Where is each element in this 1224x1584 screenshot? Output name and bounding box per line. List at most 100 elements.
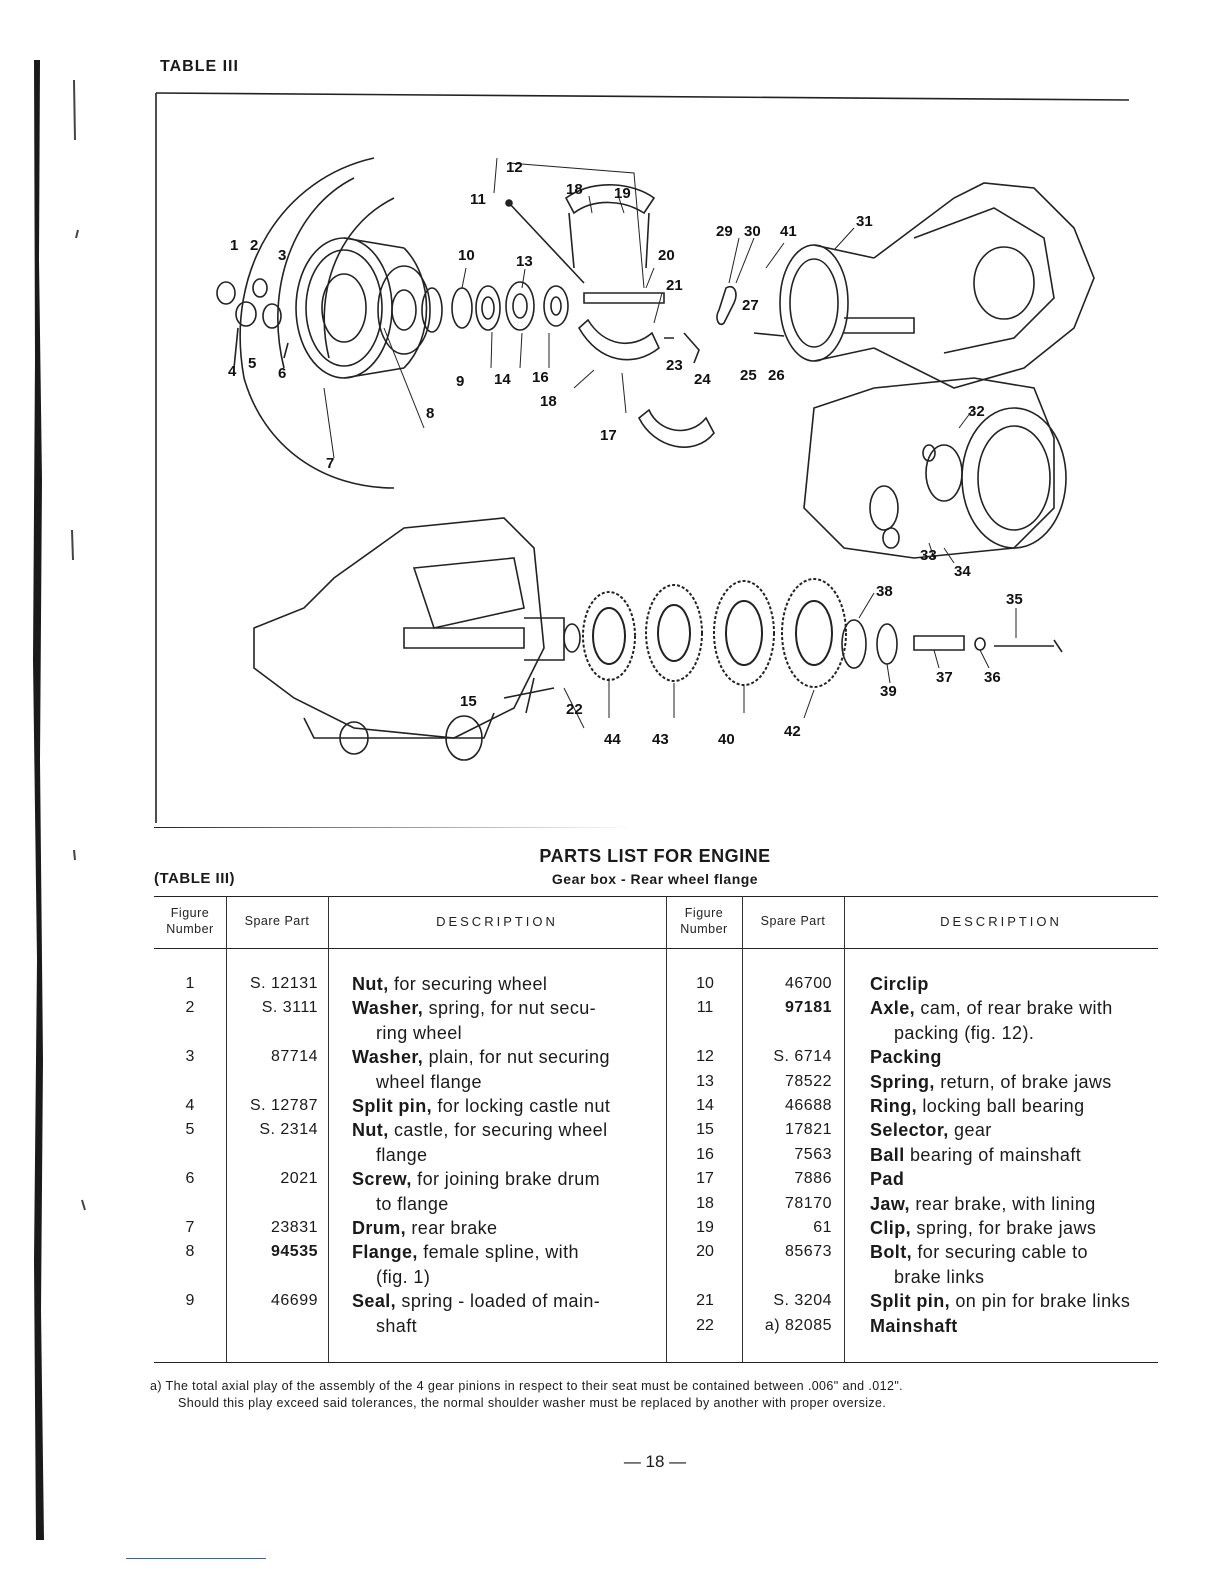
callout-7: 7: [326, 455, 334, 472]
callout-34: 34: [954, 563, 971, 580]
description-cell: Mainshaft: [870, 1314, 958, 1338]
callout-44: 44: [604, 731, 621, 748]
figure-number-cell: 1: [185, 975, 195, 992]
table-bottom-rule: [154, 1362, 1158, 1363]
figure-number-cell: [154, 1192, 226, 1216]
description-cell: Bolt, for securing cable to: [870, 1240, 1088, 1264]
part-description: for securing cable to: [912, 1242, 1088, 1263]
callout-18-bottom: 18: [540, 393, 557, 410]
nut-washer-group: [216, 278, 289, 369]
part-name: Washer,: [352, 998, 424, 1019]
frame-top-line: [155, 92, 1130, 101]
spare-part-cell: 7563: [794, 1145, 832, 1163]
callout-38: 38: [876, 583, 893, 600]
description-cell: Packing: [870, 1045, 942, 1069]
brake-links: [664, 285, 785, 364]
spare-part-cell: 46700: [785, 975, 832, 992]
description-cell: Flange, female spline, with: [352, 1240, 579, 1264]
callout-11: 11: [470, 191, 486, 208]
binding-edge: [28, 60, 90, 1540]
page-number: — 18 —: [623, 1452, 687, 1471]
part-name: Washer,: [352, 1047, 424, 1068]
figure-number-cell: 7: [185, 1219, 195, 1236]
description-cell: brake links: [870, 1265, 984, 1289]
figure-number-cell: 13: [696, 1072, 714, 1090]
leader-lines: [323, 157, 1017, 729]
callout-35: 35: [1006, 591, 1023, 608]
mainshaft: [403, 617, 581, 661]
spare-part-cell: [232, 1265, 318, 1289]
description-cell: Nut, for securing wheel: [352, 972, 547, 996]
spare-part-cell: 87714: [271, 1048, 318, 1066]
part-description: ring wheel: [376, 1022, 463, 1043]
spare-part-cell: [232, 1070, 318, 1094]
figure-number-cell: 20: [696, 1243, 714, 1261]
figure-number-cell: [154, 1314, 226, 1338]
callout-37: 37: [936, 669, 953, 686]
parts-list-subtitle: Gear box - Rear wheel flange: [551, 871, 759, 887]
figure-number-cell: 14: [696, 1097, 714, 1114]
spare-part-cell: 2021: [280, 1170, 318, 1188]
figure-number-cell: 18: [696, 1194, 714, 1212]
description-cell: Split pin, on pin for brake links: [870, 1289, 1130, 1313]
callout-30: 30: [744, 223, 761, 240]
figure-number-cell: [668, 1265, 742, 1289]
part-description: bearing of mainshaft: [904, 1144, 1082, 1165]
figure-number-cell: [154, 1143, 226, 1167]
part-description: brake links: [894, 1266, 985, 1287]
brake-drum: [295, 237, 428, 379]
description-cell: Split pin, for locking castle nut: [352, 1094, 610, 1118]
description-cell: Jaw, rear brake, with lining: [870, 1192, 1096, 1216]
callout-29: 29: [716, 223, 733, 240]
header-figure-number-right: Figure Number: [680, 906, 728, 936]
header-spare-part-left: Spare Part: [244, 914, 310, 929]
description-cell: Washer, plain, for nut securing: [352, 1045, 610, 1069]
figure-number-cell: [154, 1070, 226, 1094]
part-name: Pad: [870, 1169, 905, 1190]
footnote: a) The total axial play of the assembly …: [150, 1378, 1160, 1412]
figure-number-cell: 16: [696, 1145, 714, 1163]
description-cell: Clip, spring, for brake jaws: [870, 1216, 1096, 1240]
gear-selector: [503, 677, 555, 714]
part-description: rear brake, with lining: [909, 1193, 1096, 1214]
part-description: (fig. 1): [376, 1266, 431, 1287]
description-cell: Axle, cam, of rear brake with: [870, 996, 1113, 1020]
header-spare-part-right: Spare Part: [760, 914, 826, 929]
callout-43: 43: [652, 731, 669, 748]
figure-number-cell: [668, 1021, 742, 1045]
footnote-line-1: a) The total axial play of the assembly …: [150, 1379, 904, 1393]
spare-part-cell: 61: [813, 1219, 832, 1236]
callout-15: 15: [460, 693, 477, 710]
description-cell: packing (fig. 12).: [870, 1021, 1034, 1045]
callout-26: 26: [768, 367, 785, 384]
part-description: spring - loaded of main-: [396, 1291, 601, 1312]
description-cell: Circlip: [870, 972, 929, 996]
callout-6: 6: [278, 365, 286, 382]
description-cell: Screw, for joining brake drum: [352, 1167, 600, 1191]
callout-8: 8: [426, 405, 434, 422]
description-cell: Seal, spring - loaded of main-: [352, 1289, 600, 1313]
header-description-right: DESCRIPTION: [940, 913, 1062, 929]
callout-21: 21: [666, 277, 683, 294]
footer-link-line: [126, 1558, 266, 1559]
part-name: Circlip: [870, 974, 929, 994]
part-description: spring, for nut secu-: [423, 998, 597, 1019]
description-cell: Ring, locking ball bearing: [870, 1094, 1085, 1118]
callout-31: 31: [856, 213, 873, 230]
description-cell: Drum, rear brake: [352, 1216, 497, 1240]
callout-25: 25: [740, 367, 757, 384]
crankcase-upper: [844, 182, 1095, 389]
header-figure-number-left: Figure Number: [166, 906, 214, 936]
drum-arc: [239, 157, 395, 489]
part-name: Flange,: [352, 1242, 418, 1263]
part-name: Clip,: [870, 1218, 911, 1238]
figure-number-cell: [154, 1265, 226, 1289]
description-cell: Spring, return, of brake jaws: [870, 1070, 1112, 1094]
figure-number-cell: 9: [185, 1292, 195, 1310]
callout-9: 9: [456, 373, 464, 390]
part-name: Nut,: [352, 1120, 389, 1141]
figure-number-cell: 21: [696, 1292, 714, 1310]
figure-number-cell: 19: [696, 1219, 714, 1236]
part-name: Mainshaft: [870, 1315, 958, 1336]
callout-23: 23: [666, 357, 683, 374]
